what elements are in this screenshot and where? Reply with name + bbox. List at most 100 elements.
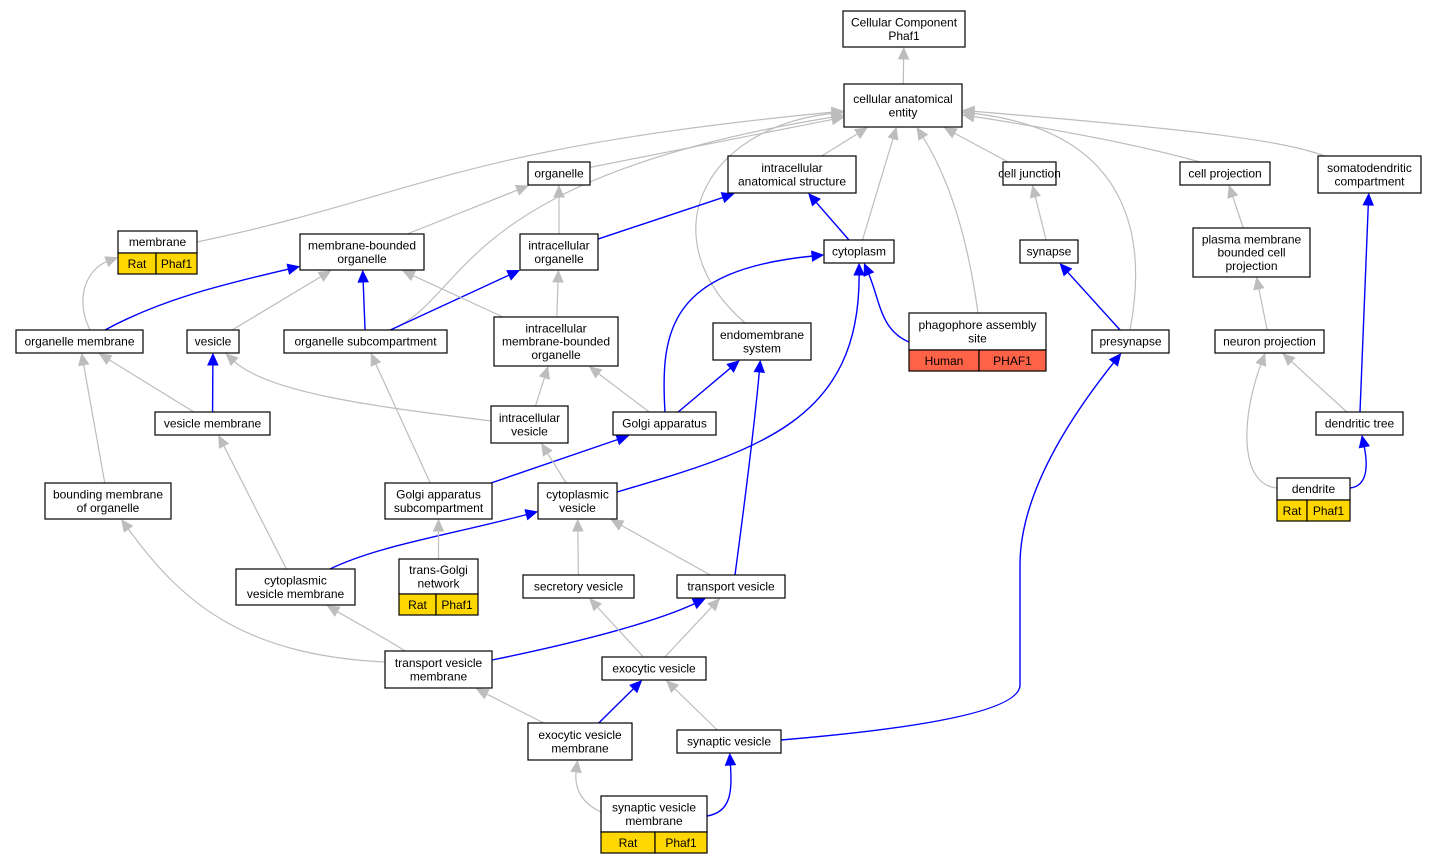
node-label-ias: anatomical structure bbox=[738, 174, 846, 188]
node-box-root bbox=[842, 10, 966, 48]
node-box-intraorg bbox=[519, 233, 599, 271]
edge-presyn-to-synapse bbox=[1066, 270, 1121, 331]
node-box-vesmem bbox=[154, 411, 271, 436]
node-label-cytoves: cytoplasmic bbox=[546, 488, 609, 502]
node-box-orgmem bbox=[15, 329, 144, 354]
edge-somato-to-cae bbox=[972, 110, 1326, 157]
node-label-exoves: exocytic vesicle bbox=[612, 662, 696, 676]
node-label-endo: system bbox=[743, 341, 781, 355]
node-label-tvm: membrane bbox=[410, 669, 468, 683]
node-label-intraves: intracellular bbox=[499, 411, 560, 425]
node-label-dendrite: dendrite bbox=[1292, 482, 1336, 496]
node-box-cvm bbox=[235, 568, 356, 606]
node-box-somato bbox=[1317, 155, 1422, 194]
node-label-svm: synaptic vesicle bbox=[612, 801, 696, 815]
node-neuproj[interactable]: neuron projection bbox=[1214, 329, 1325, 354]
node-box-synapse bbox=[1019, 239, 1079, 264]
node-organelle[interactable]: organelle bbox=[527, 161, 591, 186]
annotation-species-phago: Human bbox=[925, 354, 964, 368]
node-label-golgi: Golgi apparatus bbox=[622, 417, 707, 431]
node-label-svm: membrane bbox=[625, 814, 683, 828]
edge-golgisub-to-orgsub bbox=[374, 362, 431, 484]
node-label-tvm: transport vesicle bbox=[395, 656, 483, 670]
node-cytoplasm[interactable]: cytoplasm bbox=[823, 239, 895, 264]
node-golgi[interactable]: Golgi apparatus bbox=[612, 411, 717, 436]
edge-cvm-to-cytoves bbox=[329, 513, 528, 570]
node-box-dendtree bbox=[1315, 411, 1404, 436]
node-vesicle[interactable]: vesicle bbox=[186, 329, 240, 354]
annotation-cell-tgn bbox=[435, 593, 479, 616]
node-vesmem[interactable]: vesicle membrane bbox=[154, 411, 271, 436]
node-box-organelle bbox=[527, 161, 591, 186]
arrowhead-intraves-to-imbo bbox=[538, 365, 550, 380]
node-box-cytoplasm bbox=[823, 239, 895, 264]
edge-imbo-to-intraorg bbox=[556, 280, 559, 318]
node-label-cytoplasm: cytoplasm bbox=[832, 245, 886, 259]
edge-orgmem-to-membrane bbox=[82, 260, 108, 331]
node-secves[interactable]: secretory vesicle bbox=[522, 574, 635, 599]
node-orgmem[interactable]: organelle membrane bbox=[15, 329, 144, 354]
arrowhead-tgn-to-golgisub bbox=[432, 518, 445, 532]
node-synves[interactable]: synaptic vesicle bbox=[676, 729, 782, 754]
arrowhead-golgi-to-endo bbox=[726, 360, 740, 373]
node-label-evm: membrane bbox=[551, 741, 609, 755]
node-label-evm: exocytic vesicle bbox=[538, 728, 622, 742]
arrowhead-presyn-to-synapse bbox=[1059, 263, 1073, 277]
edge-dendtree-to-somato bbox=[1359, 203, 1370, 413]
node-exoves[interactable]: exocytic vesicle bbox=[601, 656, 707, 681]
node-label-mbo: organelle bbox=[337, 252, 387, 266]
edge-intraves-to-imbo bbox=[534, 376, 546, 407]
node-presyn[interactable]: presynapse bbox=[1091, 329, 1170, 354]
edge-transves-to-endo bbox=[734, 370, 761, 576]
edge-golgi-to-cytoplasm bbox=[663, 255, 814, 413]
node-label-somato: compartment bbox=[1334, 174, 1405, 188]
node-box-imbo bbox=[493, 316, 619, 367]
node-label-intraorg: intracellular bbox=[528, 239, 589, 253]
arrowhead-svm-to-evm bbox=[570, 759, 582, 774]
arrowhead-svm-to-synves bbox=[724, 752, 737, 766]
node-transves[interactable]: transport vesicle bbox=[676, 574, 786, 599]
edge-vesmem-to-orgmem bbox=[107, 358, 195, 413]
node-cellprojection[interactable]: cell projection bbox=[1179, 161, 1271, 186]
edge-vesicle-to-mbo bbox=[231, 275, 323, 331]
arrowhead-tvm-to-transves bbox=[691, 598, 706, 610]
node-label-tgn: network bbox=[417, 576, 460, 590]
node-label-orgmem: organelle membrane bbox=[24, 335, 134, 349]
node-dendtree[interactable]: dendritic tree bbox=[1315, 411, 1404, 436]
edge-synapse-to-celljunction bbox=[1034, 195, 1047, 241]
edge-transves-to-cytoves bbox=[620, 524, 711, 576]
edge-membrane-to-cae bbox=[196, 111, 834, 243]
annotation-species-membrane: Rat bbox=[128, 257, 147, 271]
edge-organelle-to-cae bbox=[589, 118, 834, 168]
node-orgsub[interactable]: organelle subcompartment bbox=[283, 329, 448, 354]
edge-dendrite-to-neuproj bbox=[1246, 363, 1278, 489]
node-celljunction[interactable]: cell junction bbox=[998, 161, 1061, 186]
node-synapse[interactable]: synapse bbox=[1019, 239, 1079, 264]
edge-cytoplasm-to-ias bbox=[815, 201, 850, 241]
arrowhead-cae-to-root bbox=[897, 46, 910, 60]
node-label-golgisub: Golgi apparatus bbox=[396, 488, 481, 502]
node-label-mbo: membrane-bounded bbox=[308, 239, 416, 253]
